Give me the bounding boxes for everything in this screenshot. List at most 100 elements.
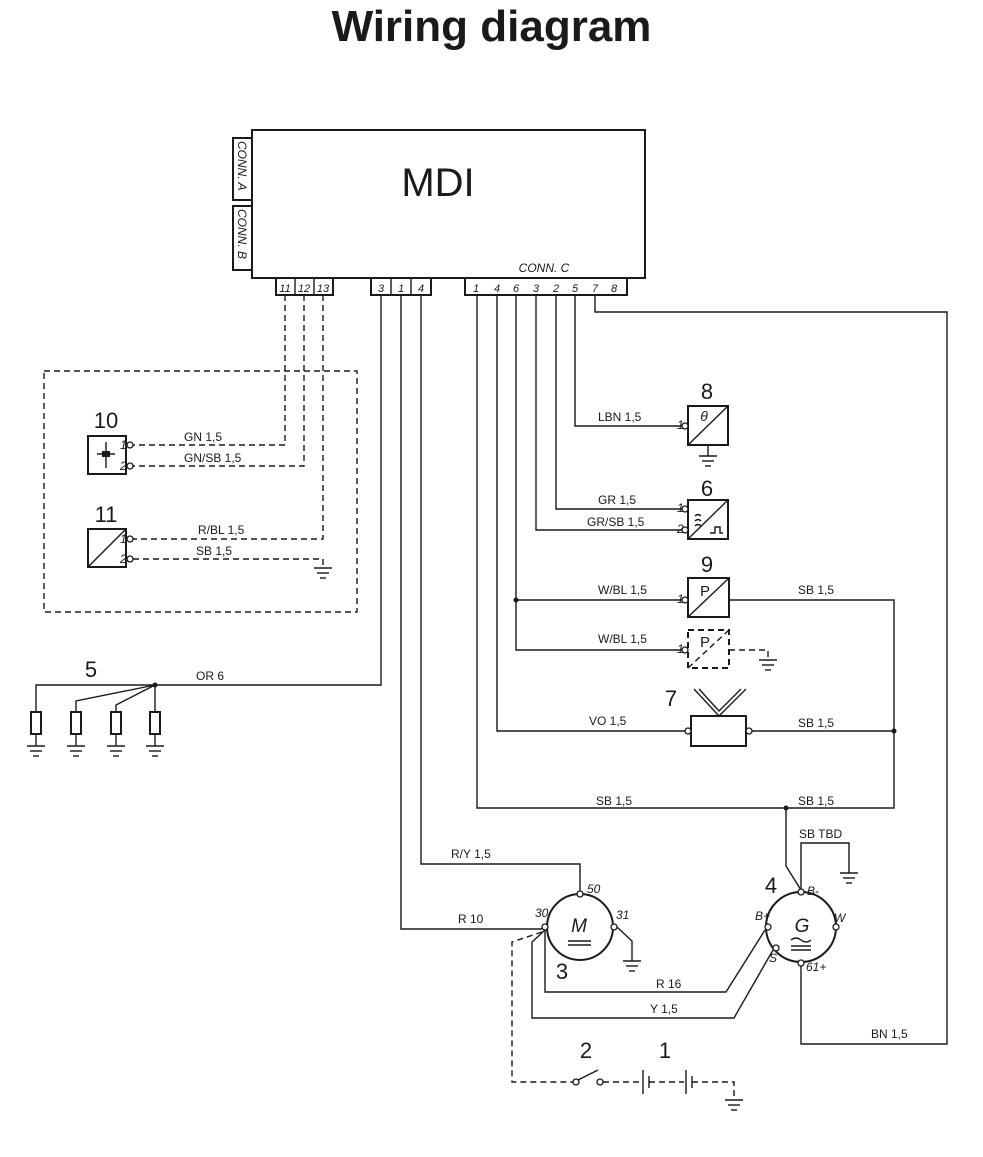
wire-ry [420,295,581,891]
wire-battery-loop [511,931,574,1083]
label-wbl-2: W/BL 1,5 [598,632,647,646]
generator-symbol: G [795,916,810,937]
optional-area [43,370,358,613]
label-4: 4 [765,873,777,898]
wire-grsb [535,295,682,531]
label-or6: OR 6 [196,669,224,683]
switch-2 [577,1069,599,1081]
conn-b-tab [232,205,253,271]
conn-c-label: CONN. C [519,261,570,275]
pin-31: 31 [616,908,629,922]
label-vo: VO 1,5 [589,714,627,728]
svg-text:1: 1 [677,642,684,656]
terminal-1: 1 [398,283,404,295]
label-gr: GR 1,5 [598,493,636,507]
svg-text:1: 1 [120,532,127,546]
ground-symbol-11 [314,567,332,579]
component-10-symbol [97,442,115,468]
wire-sb-9 [729,599,895,809]
label-6: 6 [701,476,713,501]
wire-r10 [400,295,542,930]
svg-text:2: 2 [552,283,559,295]
terminal-3: 3 [378,283,385,295]
svg-text:1: 1 [677,592,684,606]
wire-vo [496,295,685,732]
wire-sb-left [476,295,786,809]
pin-61: 61+ [806,960,826,974]
terminal-13: 13 [317,283,330,295]
label-ry: R/Y 1,5 [451,847,491,861]
conn-a-label: CONN. A [235,141,249,191]
label-y15: Y 1,5 [650,1002,678,1016]
pin-bplus: B+ [755,909,770,923]
terminal-12: 12 [298,283,310,295]
component-9-optional [687,629,730,669]
motor-symbol: M [571,916,587,937]
label-sb-9: SB 1,5 [798,583,834,597]
terminal-block-conn-c: 1 4 6 3 2 5 7 8 [464,277,628,296]
label-5: 5 [85,657,97,682]
theta-symbol: θ [700,408,708,424]
wire-or6 [35,295,382,712]
wire-gn [133,295,286,446]
svg-text:1: 1 [473,283,479,295]
ground-symbol-motor [623,960,641,972]
pin-w: W [834,911,847,925]
svg-text:2: 2 [676,522,684,536]
wire-lbn [574,295,682,427]
label-sb-7: SB 1,5 [798,716,834,730]
pressure-symbol: P [700,583,710,600]
wire-wbl-2 [515,295,682,651]
ground-symbol-battery [725,1099,743,1111]
svg-text:1: 1 [120,438,127,452]
glow-plugs [27,711,164,757]
component-7 [690,715,747,747]
ground-symbol-9b [759,659,777,671]
label-gnsb: GN/SB 1,5 [184,451,242,465]
wire-motor-ground [616,926,633,961]
label-sb-left: SB 1,5 [596,794,632,808]
label-9: 9 [701,552,713,577]
label-rbl: R/BL 1,5 [198,523,245,537]
ground-symbol-gen [840,872,858,884]
ground-symbol-8 [699,445,717,467]
wire-gnsb [133,295,305,467]
wire-sbtbd [800,842,850,890]
svg-text:2: 2 [119,459,127,473]
svg-text:1: 1 [677,501,684,515]
pin-50: 50 [587,882,601,896]
label-11: 11 [95,502,118,527]
label-sb-11: SB 1,5 [196,544,232,558]
svg-text:8: 8 [611,283,618,295]
svg-text:4: 4 [494,283,500,295]
wire-bn [594,295,948,1045]
wire-gr [555,295,682,510]
label-7: 7 [665,686,677,711]
terminal-11: 11 [279,283,290,295]
wire-sb-to-gen [785,808,802,891]
label-r16: R 16 [656,977,682,991]
pin-bminus: B- [807,884,819,898]
svg-text:2: 2 [119,552,127,566]
label-1: 1 [659,1038,671,1063]
conn-a-tab [232,137,253,201]
label-sb-right: SB 1,5 [798,794,834,808]
wire-y15 [531,929,774,1019]
label-2: 2 [580,1038,592,1063]
label-10: 10 [94,408,118,433]
diagram-title: Wiring diagram [331,2,652,51]
pin-s: S [769,951,777,965]
label-3: 3 [556,959,568,984]
label-8: 8 [701,379,713,404]
pin-30: 30 [535,906,549,920]
wire-rbl [133,295,324,540]
wire-sb-11 [133,558,324,568]
svg-text:5: 5 [572,283,579,295]
svg-text:3: 3 [533,283,540,295]
horn-symbol [693,688,747,718]
battery-1 [642,1070,693,1094]
label-lbn: LBN 1,5 [598,410,642,424]
label-grsb: GR/SB 1,5 [587,515,645,529]
label-gn: GN 1,5 [184,430,222,444]
